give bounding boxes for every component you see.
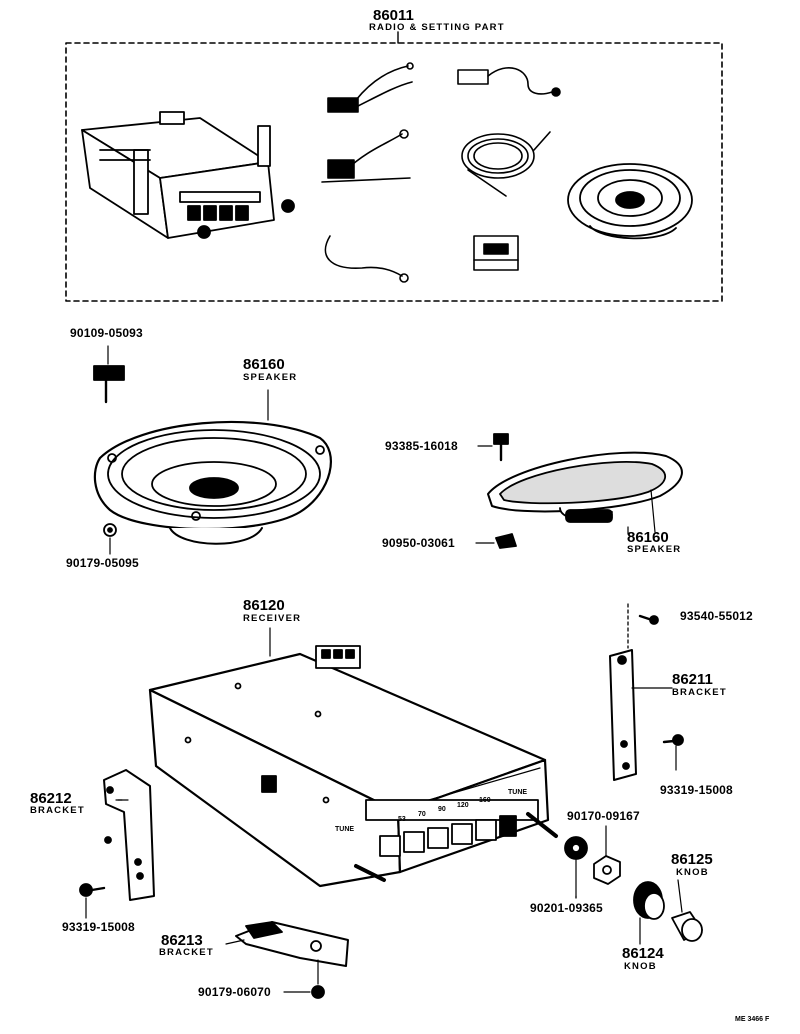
- speaker-oval-icon: [487, 451, 683, 533]
- speaker-oval-number: 86160: [627, 529, 669, 546]
- knob-inner-name: KNOB: [624, 961, 657, 972]
- part-90170-label: 90170-09167: [567, 809, 640, 823]
- screw-93319-right-icon: [662, 734, 684, 771]
- bracket-right-name: BRACKET: [672, 687, 727, 698]
- screw-93385-icon: [477, 433, 509, 462]
- assembly-number: 86011: [373, 7, 414, 24]
- bracket-bottom-name: BRACKET: [159, 947, 214, 958]
- knob-inner-number: 86124: [622, 945, 664, 962]
- speaker-round-icon: [93, 420, 332, 545]
- dial-tune-left: TUNE: [335, 826, 355, 833]
- assembly-boundary: [65, 42, 723, 302]
- speaker-oval-name: SPEAKER: [627, 544, 682, 555]
- knob-outer-number: 86125: [671, 851, 713, 868]
- speaker-front-number: 86160: [243, 356, 285, 373]
- set-receiver-icon: [81, 111, 295, 239]
- part-90179-label-b: 90179-06070: [198, 985, 271, 999]
- part-93385-label: 93385-16018: [385, 439, 458, 453]
- bracket-left-name: BRACKET: [30, 805, 85, 816]
- knob-86124-icon: [633, 881, 665, 945]
- footer-code: ME 3466 F: [735, 1016, 770, 1023]
- part-90109-label: 90109-05093: [70, 326, 143, 340]
- screw-90109-icon: [93, 345, 125, 404]
- dial-scale-5: 160: [479, 797, 491, 804]
- dial-scale-4: 120: [457, 802, 469, 809]
- knob-outer-name: KNOB: [676, 867, 709, 878]
- nut-90170-icon: [593, 825, 621, 885]
- clip-90950-icon: [475, 533, 517, 549]
- dial-scale-2: 70: [418, 811, 426, 818]
- bracket-86211-icon: [609, 603, 673, 781]
- dial-scale-3: 90: [438, 806, 446, 813]
- part-90201-label: 90201-09365: [530, 901, 603, 915]
- knob-86125-icon: [671, 879, 703, 942]
- speaker-front-name: SPEAKER: [243, 372, 298, 383]
- nut-90179-bottom-icon: [283, 959, 325, 999]
- receiver-icon: [148, 627, 558, 888]
- part-90179-label-a: 90179-05095: [66, 556, 139, 570]
- nut-90179-icon: [103, 523, 117, 555]
- bracket-left-number: 86212: [30, 790, 72, 807]
- dial-tune-right: TUNE: [508, 789, 528, 796]
- bracket-86213-icon: [225, 921, 349, 967]
- assembly-name: RADIO & SETTING PART: [369, 22, 505, 33]
- part-90950-label: 90950-03061: [382, 536, 455, 550]
- part-93319-label-b: 93319-15008: [62, 920, 135, 934]
- bracket-86212-icon: [103, 769, 155, 901]
- bracket-right-number: 86211: [672, 671, 713, 688]
- part-93319-label-a: 93319-15008: [660, 783, 733, 797]
- receiver-number: 86120: [243, 597, 285, 614]
- part-93540-label: 93540-55012: [680, 609, 753, 623]
- washer-90201-icon: [564, 836, 588, 899]
- set-wiring-icons: [321, 62, 561, 283]
- bracket-bottom-number: 86213: [161, 932, 203, 949]
- receiver-name: RECEIVER: [243, 613, 302, 624]
- dial-scale-1: 53: [398, 816, 406, 823]
- set-speaker-icon: [567, 163, 693, 240]
- screw-93319-left-icon: [79, 883, 106, 919]
- screw-93540-icon: [638, 614, 659, 625]
